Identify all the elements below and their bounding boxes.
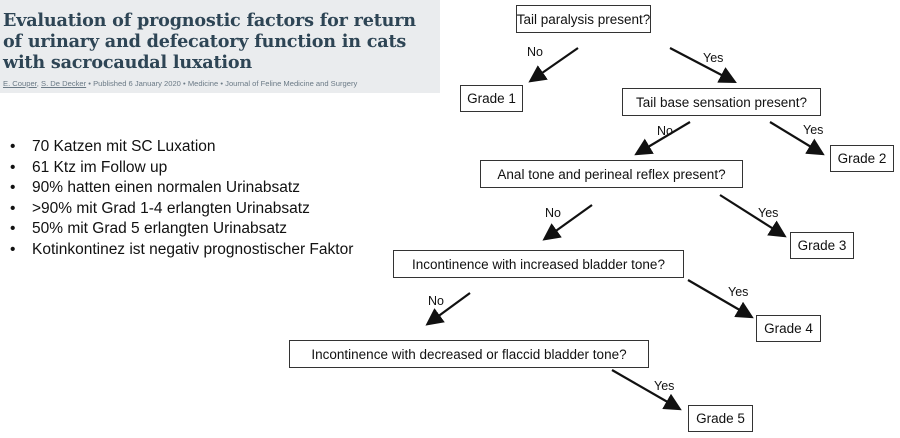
author-link[interactable]: S. De Decker xyxy=(41,79,87,88)
bullet-item: >90% mit Grad 1-4 erlangten Urinabsatz xyxy=(10,199,353,220)
arrow-yes xyxy=(719,194,787,238)
grade-3-box: Grade 3 xyxy=(790,232,854,259)
yes-label: Yes xyxy=(703,51,724,65)
no-label: No xyxy=(657,124,673,138)
no-label: No xyxy=(428,294,444,308)
grade-1-box: Grade 1 xyxy=(460,85,523,112)
bullet-item: 61 Ktz im Follow up xyxy=(10,158,353,179)
yes-label: Yes xyxy=(654,379,675,393)
arrow-yes xyxy=(769,121,825,156)
separator: • xyxy=(88,79,91,88)
grade-4-box: Grade 4 xyxy=(756,315,821,342)
bullet-item: 90% hatten einen normalen Urinabsatz xyxy=(10,178,353,199)
arrow-yes xyxy=(687,279,754,319)
published-date: Published 6 January 2020 xyxy=(93,79,181,88)
yes-label: Yes xyxy=(758,206,779,220)
author-link[interactable]: E. Couper xyxy=(3,79,37,88)
separator: • xyxy=(183,79,186,88)
question-decreased-bladder-tone: Incontinence with decreased or flaccid b… xyxy=(289,340,649,368)
arrow-no xyxy=(528,47,579,83)
question-tail-paralysis: Tail paralysis present? xyxy=(516,5,651,33)
separator: • xyxy=(220,79,224,88)
arrow-no xyxy=(542,204,593,241)
arrow-no xyxy=(425,292,471,326)
field: Medicine xyxy=(187,79,219,88)
question-increased-bladder-tone: Incontinence with increased bladder tone… xyxy=(393,250,684,278)
article-title: Evaluation of prognostic factors for ret… xyxy=(3,10,416,73)
bullet-item: 70 Katzen mit SC Luxation xyxy=(10,137,353,158)
arrow-yes xyxy=(611,369,682,411)
no-label: No xyxy=(545,206,561,220)
bullet-item: Kotinkontinez ist negativ prognostischer… xyxy=(10,240,353,261)
arrow-yes xyxy=(669,47,737,84)
bullet-list: 70 Katzen mit SC Luxation 61 Ktz im Foll… xyxy=(10,137,353,261)
arrow-no xyxy=(634,121,691,156)
question-tail-base-sensation: Tail base sensation present? xyxy=(622,88,821,116)
yes-label: Yes xyxy=(803,123,824,137)
question-anal-tone: Anal tone and perineal reflex present? xyxy=(480,160,743,188)
bullet-item: 50% mit Grad 5 erlangten Urinabsatz xyxy=(10,219,353,240)
grade-5-box: Grade 5 xyxy=(688,405,753,432)
yes-label: Yes xyxy=(728,285,749,299)
grade-2-box: Grade 2 xyxy=(830,145,894,172)
article-meta: E. Couper, S. De Decker • Published 6 Ja… xyxy=(3,79,358,88)
article-header: Evaluation of prognostic factors for ret… xyxy=(0,0,440,93)
no-label: No xyxy=(527,45,543,59)
journal: Journal of Feline Medicine and Surgery xyxy=(225,79,358,88)
